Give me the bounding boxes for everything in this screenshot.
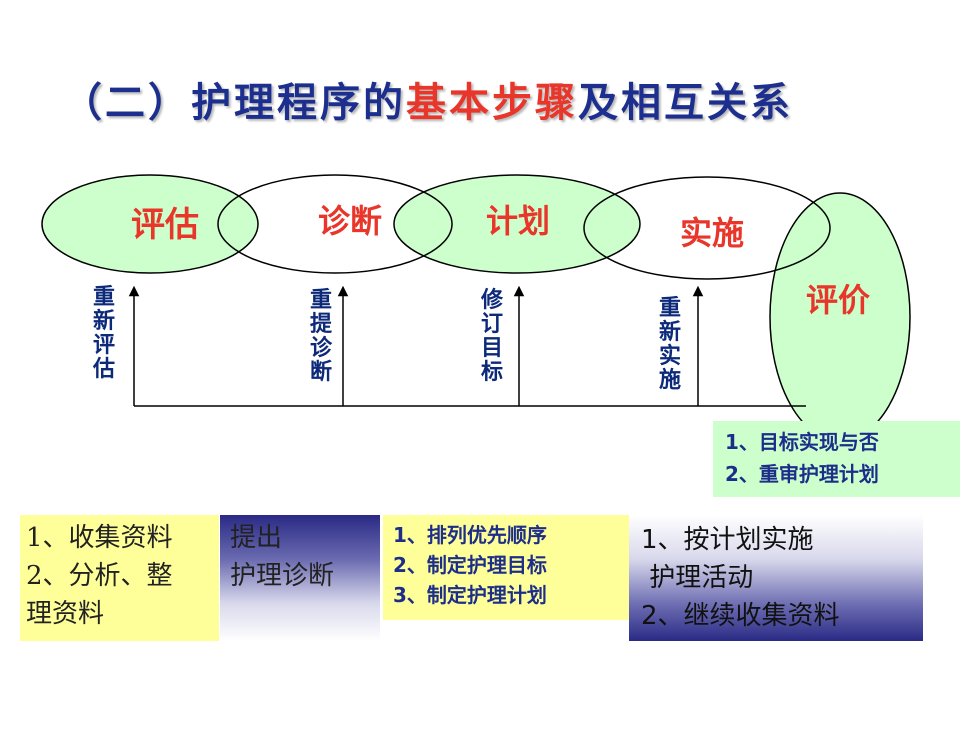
plan-detail-line-1: 1、排列优先顺序 [393,523,547,547]
title-part-2: 及相互关系 [578,79,793,126]
assess-detail-line-3: 理资料 [26,599,105,629]
plan-ellipse [393,174,641,274]
implement-detail-line-2: 护理活动 [641,563,754,593]
evaluate-detail-line-2: 2、重审护理计划 [725,462,879,486]
feedback-reassess-label: 重新评估 [92,285,115,382]
feedback-revise-goal-label: 修订目标 [480,288,503,385]
implement-detail-box: 1、按计划实施 护理活动 2、继续收集资料 [629,515,923,641]
assess-detail-line-1: 1、收集资料 [26,523,173,553]
plan-detail-box: 1、排列优先顺序 2、制定护理目标 3、制定护理计划 [383,515,630,620]
diagnose-ellipse [217,174,453,274]
implement-detail-line-3: 2、继续收集资料 [641,601,840,631]
assess-detail-box: 1、收集资料 2、分析、整 理资料 [20,515,219,641]
step-plan-label: 计划 [486,202,550,240]
page-title: （二）护理程序的基本步骤及相互关系 [62,70,793,128]
implement-ellipse [583,176,831,280]
step-diagnose-label: 诊断 [318,202,382,240]
diagnose-detail-box: 提出 护理诊断 [220,515,380,641]
step-evaluate-label: 评价 [806,281,870,319]
evaluate-detail-box: 1、目标实现与否 2、重审护理计划 [713,421,960,497]
feedback-rediagnose-label: 重提诊断 [309,288,332,385]
title-part-1: （二）护理程序的 [62,79,406,126]
title-highlight: 基本步骤 [406,79,578,126]
diagnose-detail-line-2: 护理诊断 [230,561,335,591]
feedback-reimplement-label: 重新实施 [658,296,681,393]
implement-detail-line-1: 1、按计划实施 [641,525,814,555]
assess-ellipse [41,174,259,274]
step-assess-label: 评估 [131,205,199,245]
plan-detail-line-2: 2、制定护理目标 [393,553,547,577]
assess-detail-line-2: 2、分析、整 [26,561,173,591]
evaluate-detail-line-1: 1、目标实现与否 [725,430,879,454]
diagnose-detail-line-1: 提出 [230,523,283,553]
plan-detail-line-3: 3、制定护理计划 [393,583,547,607]
step-implement-label: 实施 [680,214,744,252]
